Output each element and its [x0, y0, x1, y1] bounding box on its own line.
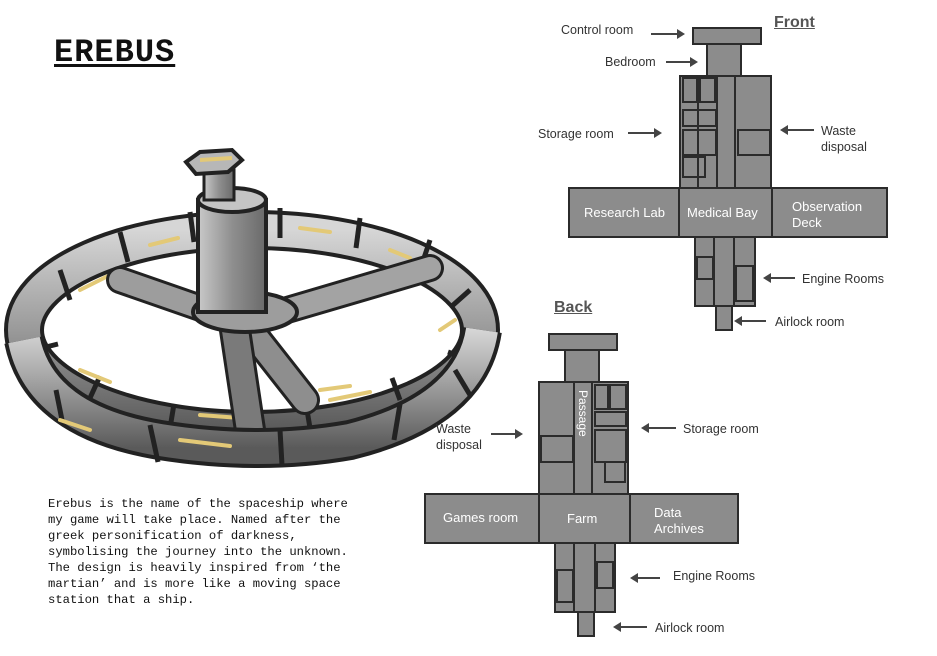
room-observation-deck: Observation Deck: [792, 199, 863, 230]
erebus-sketch: [4, 147, 502, 468]
label-back-engine-rooms: Engine Rooms: [673, 569, 755, 583]
label-back-waste-disposal: Waste disposal: [436, 422, 482, 452]
back-airlock: [577, 611, 595, 637]
label-storage-room: Storage room: [538, 127, 614, 141]
arrow-back-waste-disposal: [491, 429, 523, 439]
front-view-title: Front: [774, 14, 815, 31]
page-title: EREBUS: [54, 34, 176, 71]
room-research-lab: Research Lab: [584, 205, 665, 220]
arrow-waste-disposal: [780, 125, 814, 135]
arrow-back-engine-rooms: [630, 573, 660, 583]
front-control-room: [692, 27, 762, 45]
label-bedroom: Bedroom: [605, 55, 656, 69]
arrow-engine-rooms: [763, 273, 795, 283]
arrow-control-room: [651, 29, 685, 39]
room-farm: Farm: [567, 511, 598, 526]
front-engine-column: [694, 236, 756, 307]
room-passage: Passage: [576, 390, 590, 437]
room-medical-bay: Medical Bay: [687, 205, 758, 220]
label-airlock-room: Airlock room: [775, 315, 845, 329]
back-view-title: Back: [554, 299, 593, 316]
label-back-storage-room: Storage room: [683, 422, 759, 436]
room-data-archives: Data Archives: [654, 505, 704, 536]
front-airlock: [715, 305, 733, 331]
arrow-airlock-room: [734, 316, 766, 326]
label-control-room: Control room: [561, 23, 634, 37]
arrow-storage-room: [628, 128, 662, 138]
label-waste-disposal: Waste disposal: [821, 124, 867, 154]
label-engine-rooms: Engine Rooms: [802, 272, 884, 286]
arrow-bedroom: [666, 57, 698, 67]
front-bedroom: [706, 43, 742, 77]
arrow-back-storage-room: [641, 423, 676, 433]
room-games-room: Games room: [443, 510, 519, 525]
front-main-column: [679, 75, 772, 189]
arrow-back-airlock-room: [613, 622, 647, 632]
back-engine-column: [554, 542, 616, 613]
back-control-room: [548, 333, 618, 351]
description-text: Erebus is the name of the spaceship wher…: [48, 497, 348, 607]
label-back-airlock-room: Airlock room: [655, 621, 725, 635]
back-bedroom: [564, 349, 600, 383]
